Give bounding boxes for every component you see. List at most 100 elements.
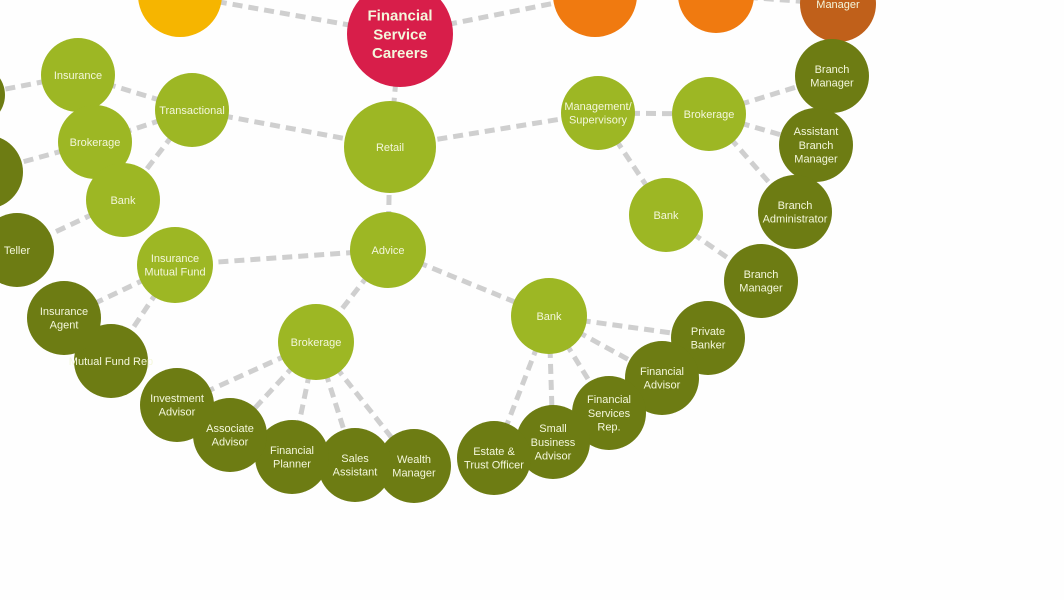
node-brokerage-right[interactable]: Brokerage — [672, 77, 746, 151]
node-circle — [318, 428, 392, 502]
node-label: Mutual Fund Rep — [69, 356, 153, 368]
node-label: Teller — [4, 245, 31, 257]
node-manager-top[interactable]: Manager — [800, 0, 876, 42]
node-label: Bank — [110, 195, 136, 207]
node-brokerage-mid[interactable]: Brokerage — [278, 304, 354, 380]
node-circle — [678, 0, 754, 33]
node-label: Retail — [376, 142, 404, 154]
node-circle — [140, 368, 214, 442]
node-advice[interactable]: Advice — [350, 212, 426, 288]
node-label: Bank — [653, 210, 679, 222]
node-circle — [672, 77, 746, 151]
node-orange-top-2[interactable] — [678, 0, 754, 33]
node-circle — [457, 421, 531, 495]
node-label: Insurance — [54, 70, 102, 82]
node-circle — [137, 227, 213, 303]
node-circle — [344, 101, 436, 193]
node-circle — [350, 212, 426, 288]
node-circle — [41, 38, 115, 112]
node-label: Advice — [371, 245, 404, 257]
node-circle — [155, 73, 229, 147]
node-mutual-fund-rep[interactable]: Mutual Fund Rep — [69, 324, 153, 398]
node-label: Brokerage — [684, 109, 735, 121]
node-circle — [758, 175, 832, 249]
node-label: Manager — [816, 0, 860, 11]
node-label: Estate &Trust Officer — [464, 446, 524, 472]
node-circle — [779, 108, 853, 182]
node-bank-right[interactable]: Bank — [629, 178, 703, 252]
node-circle — [86, 163, 160, 237]
node-circle — [138, 0, 222, 37]
node-circle — [516, 405, 590, 479]
node-bank-left[interactable]: Bank — [86, 163, 160, 237]
node-circle — [27, 281, 101, 355]
node-circle — [553, 0, 637, 37]
node-circle — [561, 76, 635, 150]
node-label: Bank — [536, 311, 562, 323]
node-retail[interactable]: Retail — [344, 101, 436, 193]
node-teller[interactable]: Teller — [0, 213, 54, 287]
node-label: Management/Supervisory — [564, 101, 632, 127]
node-transactional[interactable]: Transactional — [155, 73, 229, 147]
node-circle — [625, 341, 699, 415]
node-insurance[interactable]: Insurance — [41, 38, 115, 112]
node-bank-mid[interactable]: Bank — [511, 278, 587, 354]
node-circle — [58, 105, 132, 179]
node-left-partial-top[interactable] — [0, 65, 5, 125]
node-label: Brokerage — [70, 137, 121, 149]
node-circle — [800, 0, 876, 42]
node-circle — [511, 278, 587, 354]
node-circle — [255, 420, 329, 494]
node-brokerage-left[interactable]: Brokerage — [58, 105, 132, 179]
node-circle — [629, 178, 703, 252]
node-orange-top-1[interactable] — [553, 0, 637, 37]
node-circle — [377, 429, 451, 503]
node-circle — [795, 39, 869, 113]
node-management-supervisory[interactable]: Management/Supervisory — [561, 76, 635, 150]
node-circle — [278, 304, 354, 380]
node-circle — [74, 324, 148, 398]
node-circle — [0, 78, 5, 112]
node-yellow-top[interactable] — [138, 0, 222, 37]
node-circle — [0, 213, 54, 287]
node-left-partial[interactable]: ent — [0, 135, 23, 209]
node-label: Brokerage — [291, 337, 342, 349]
node-circle — [572, 376, 646, 450]
node-circle — [347, 0, 453, 87]
node-label: Transactional — [159, 105, 225, 117]
node-circle — [724, 244, 798, 318]
node-estate-trust-officer[interactable]: Estate &Trust Officer — [457, 421, 531, 495]
node-circle — [0, 137, 23, 207]
